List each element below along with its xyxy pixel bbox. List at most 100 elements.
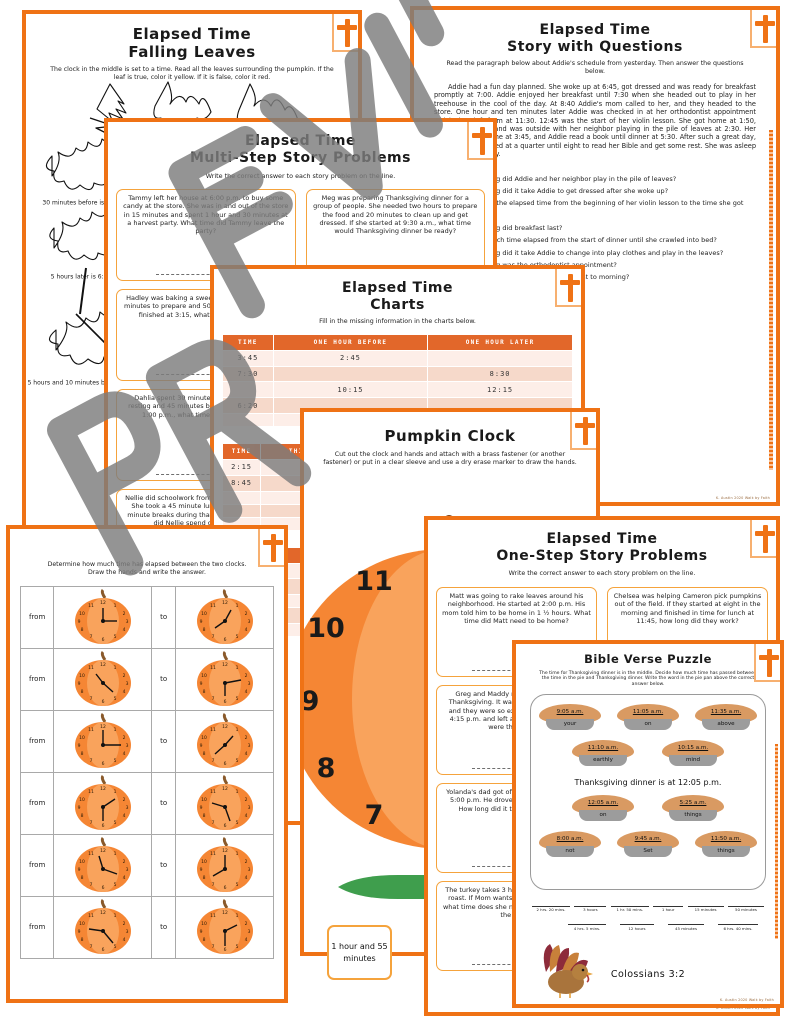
answer-slot[interactable]: 3 hours xyxy=(574,905,607,912)
cell[interactable]: 2:15 xyxy=(221,459,262,476)
svg-text:8: 8 xyxy=(80,875,83,881)
svg-text:8: 8 xyxy=(80,689,83,695)
pie-item[interactable]: 9:05 a.m. your xyxy=(539,703,601,734)
answer-slot[interactable]: 50 minutes xyxy=(727,905,764,912)
instructions-clock-match-line1: Determine how much time has elapsed betw… xyxy=(47,561,247,568)
svg-text:11: 11 xyxy=(88,727,94,733)
svg-text:3: 3 xyxy=(125,929,128,935)
column-header: ONE HOUR BEFORE xyxy=(272,333,429,351)
svg-text:11: 11 xyxy=(210,789,216,795)
cell[interactable] xyxy=(222,413,274,428)
answer-slot[interactable]: 4 hrs. 5 mins. xyxy=(568,924,606,931)
svg-text:10: 10 xyxy=(201,859,207,865)
cell[interactable] xyxy=(221,490,262,505)
cell[interactable] xyxy=(222,381,274,399)
cell[interactable]: 8:45 xyxy=(221,474,262,492)
cell[interactable] xyxy=(221,503,262,518)
svg-text:9: 9 xyxy=(77,929,80,935)
svg-text:10: 10 xyxy=(79,735,85,741)
svg-text:4: 4 xyxy=(122,751,125,757)
svg-text:2: 2 xyxy=(244,735,247,741)
leaf-label-0: 30 minutes before is 1:00 xyxy=(42,199,120,207)
pie-item[interactable]: 11:35 a.m. above xyxy=(695,703,757,734)
pie-puzzle-panel: 9:05 a.m. your 11:05 a.m. on 11:35 a.m. … xyxy=(530,693,766,890)
row-label-from: from xyxy=(19,585,55,649)
svg-text:2: 2 xyxy=(122,673,125,679)
svg-text:4: 4 xyxy=(244,875,247,881)
pie-item[interactable]: 8:00 a.m. not xyxy=(539,830,601,861)
cell[interactable] xyxy=(427,349,573,367)
footer-credit: K. Austin 2020 Walk by Faith xyxy=(716,496,770,500)
column-header: TIME xyxy=(222,333,274,351)
ruler-border-decoration xyxy=(775,744,778,939)
pie-item[interactable]: 9:45 a.m. Set xyxy=(617,830,679,861)
svg-text:4: 4 xyxy=(244,813,247,819)
svg-text:12: 12 xyxy=(100,600,106,606)
page-title-charts-line1: Elapsed Time xyxy=(342,280,453,296)
svg-text:2: 2 xyxy=(244,797,247,803)
svg-text:12: 12 xyxy=(100,786,106,792)
pie-item[interactable]: 5:25 a.m. things xyxy=(662,794,724,825)
pie-item[interactable]: 12:05 a.m. on xyxy=(572,794,634,825)
svg-text:2: 2 xyxy=(244,859,247,865)
cross-icon xyxy=(258,529,284,567)
cell[interactable]: 6:20 xyxy=(222,397,274,415)
answer-slot[interactable]: 1 hour xyxy=(653,905,684,912)
pie-item[interactable]: 11:05 a.m. on xyxy=(617,703,679,734)
svg-text:3: 3 xyxy=(125,743,128,749)
svg-text:12: 12 xyxy=(100,910,106,916)
answer-slot[interactable]: 15 minutes xyxy=(687,905,724,912)
cell[interactable]: 7:30 xyxy=(222,365,274,383)
leaf-label-2: 5 hours and 10 minutes before is 8:20 xyxy=(27,379,143,387)
svg-text:10: 10 xyxy=(79,611,85,617)
svg-text:11: 11 xyxy=(210,727,216,733)
svg-text:7: 7 xyxy=(89,882,92,888)
cell[interactable]: 8:30 xyxy=(427,365,573,383)
row-label-from: from xyxy=(19,895,55,959)
svg-text:6: 6 xyxy=(101,885,104,891)
pie-item[interactable]: 10:15 a.m. mind xyxy=(662,739,724,770)
answer-slot[interactable]: 6 hrs. 40 mins. xyxy=(718,924,758,931)
pie-word: things xyxy=(717,847,735,854)
svg-text:1: 1 xyxy=(235,727,238,733)
answer-slot[interactable]: 2 hrs. 20 mins. xyxy=(532,905,570,912)
svg-text:11: 11 xyxy=(210,603,216,609)
answer-slot[interactable]: 1 hr. 50 mins. xyxy=(610,905,649,912)
pie-item[interactable]: 11:10 a.m. earthly xyxy=(572,739,634,770)
page-title-falling-leaves-line2: Falling Leaves xyxy=(128,42,256,61)
svg-text:6: 6 xyxy=(223,947,226,953)
page-title-onestep-line1: Elapsed Time xyxy=(546,531,658,547)
cell[interactable]: 10:15 xyxy=(272,381,429,399)
verse-reference: Colossians 3:2 xyxy=(610,969,686,980)
answer-slot[interactable]: 12 hours xyxy=(620,924,654,931)
answer-slot[interactable]: 45 minutes xyxy=(668,924,704,931)
cell[interactable] xyxy=(272,365,429,383)
row-label-to: to xyxy=(150,585,177,649)
svg-text:7: 7 xyxy=(211,758,214,764)
svg-text:9: 9 xyxy=(199,867,202,873)
cell[interactable]: 3:45 xyxy=(222,349,274,367)
svg-text:4: 4 xyxy=(122,627,125,633)
svg-text:6: 6 xyxy=(223,885,226,891)
pie-item[interactable]: 11:50 a.m. things xyxy=(695,830,757,861)
cell[interactable]: 12:15 xyxy=(427,381,573,399)
cell[interactable]: 2:45 xyxy=(272,349,429,367)
svg-text:11: 11 xyxy=(88,603,94,609)
svg-text:7: 7 xyxy=(89,820,92,826)
svg-text:4: 4 xyxy=(122,875,125,881)
